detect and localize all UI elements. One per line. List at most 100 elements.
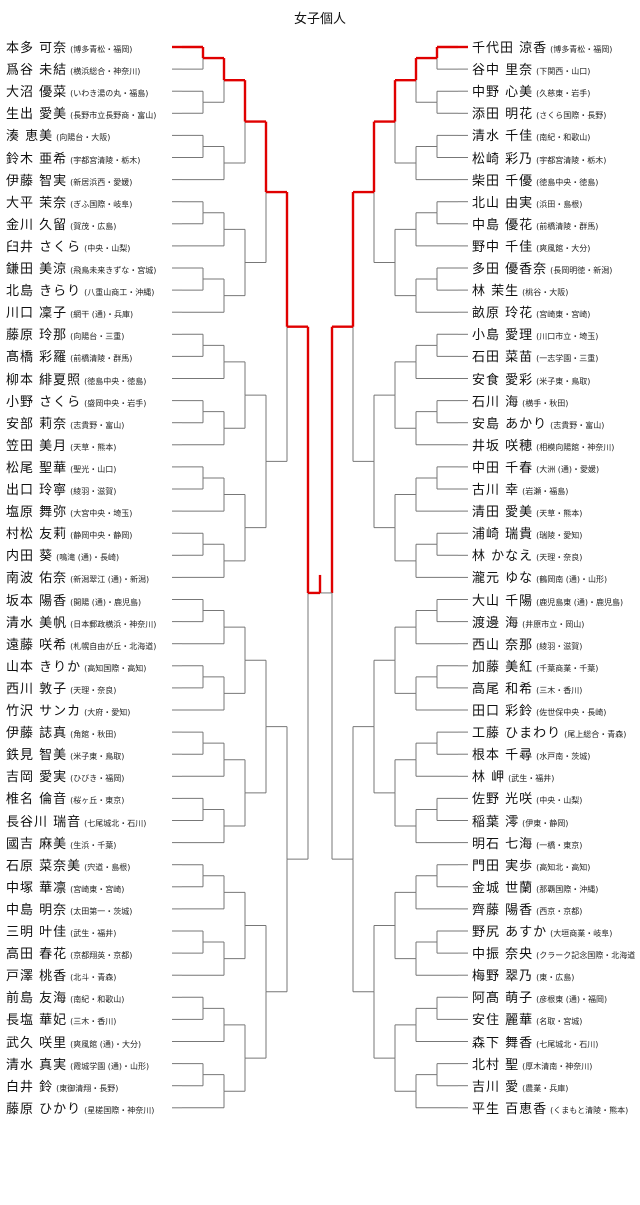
player-entry: 明石 七海(一橋・東京) [472,832,636,854]
player-entry: 北山 由実(浜田・島根) [472,191,636,213]
player-school: (ぎふ国際・岐阜) [70,199,133,209]
player-school: (くまもと清陵・熊本) [550,1105,629,1115]
player-entry: 多田 優香奈(長岡明徳・新潟) [472,257,636,279]
player-entry: 小島 愛理(川口市立・埼玉) [472,323,636,345]
player-entry: 内田 葵(鳴滝 (通)・長崎) [6,544,172,566]
player-school: (生浜・千葉) [70,840,117,850]
player-school: (横浜総合・神奈川) [70,67,141,77]
player-entry: 清水 真実(霞城学園 (通)・山形) [6,1053,172,1075]
player-entry: 安食 愛彩(米子東・鳥取) [472,368,636,390]
player-school: (前橋清陵・群馬) [536,221,599,231]
player-school: (岩瀬・福島) [522,487,569,496]
player-entry: 長塩 華妃(三木・香川) [6,1008,172,1030]
player-entry: 藤原 玲那(向陽台・三重) [6,323,172,345]
player-name: 小野 さくら [6,394,82,410]
player-name: 鉄見 智美 [6,748,68,764]
player-school: (天草・熊本) [536,509,583,519]
player-name: 藤原 ひかり [6,1101,82,1117]
page-title: 女子個人 [293,12,346,27]
player-entry: 武久 咲里(爽風館 (通)・大分) [6,1031,172,1053]
player-school: (さくら国際・長野) [536,111,607,121]
player-name: 平生 百恵香 [472,1101,548,1117]
player-entry: 根本 千尋(水戸南・茨城) [472,743,636,765]
player-school: (宇都宮清陵・栃木) [70,155,141,165]
player-entry: 柳本 緋夏照(徳島中央・徳島) [6,368,172,390]
player-name: 多田 優香奈 [472,262,548,277]
player-entry: 川口 凜子(網干 (通)・兵庫) [6,301,172,323]
player-entry: 添田 明花(さくら国際・長野) [472,102,636,124]
player-school: (一橋・東京) [536,840,583,850]
player-entry: 安部 莉奈(志貴野・富山) [6,412,172,434]
player-entry: 渡邊 海(井原市立・岡山) [472,611,636,633]
player-name: 林 岬 [472,770,506,786]
player-entry: 野尻 あすか(大垣商業・岐阜) [472,920,636,942]
player-name: 野中 千佳 [472,239,534,255]
player-name: 明石 七海 [472,836,534,852]
player-entry: 椎名 倫音(桜ヶ丘・東京) [6,787,172,809]
player-school: (宇都宮清陵・栃木) [536,155,607,165]
player-school: (角館・秋田) [70,730,117,740]
player-name: 湊 恵美 [6,129,54,145]
player-name: 臼井 さくら [6,239,82,255]
player-entry: 安住 麗華(名取・宮城) [472,1008,636,1030]
player-name: 大沼 優菜 [6,85,68,101]
player-school: (厚木清南・神奈川) [522,1061,593,1071]
player-school: (久慈東・岩手) [536,89,591,99]
player-school: (聖光・山口) [70,464,117,474]
player-school: (ひびき・福岡) [70,774,125,784]
player-school: (盛岡中央・岩手) [84,398,147,408]
player-name: 長塩 華妃 [6,1013,68,1029]
player-entry: 中野 心美(久慈東・岩手) [472,80,636,102]
player-school: (横手・秋田) [522,398,569,408]
player-entry: 伊藤 誌真(角館・秋田) [6,721,172,743]
player-name: 吉岡 愛実 [6,770,68,786]
player-name: 本多 可奈 [6,41,68,56]
player-school: (七尾城北・石川) [536,1039,599,1049]
player-entry: 金城 世蘭(那覇国際・沖縄) [472,876,636,898]
player-school: (前橋清陵・群馬) [70,354,133,364]
player-name: 石川 海 [472,394,520,410]
player-name: 遠藤 咲希 [6,637,68,653]
player-entry: 阿髙 萌子(彦根東 (通)・福岡) [472,986,636,1008]
player-name: 坂本 陽香 [6,593,68,609]
player-name: 金城 世蘭 [472,880,534,896]
player-school: (南紀・和歌山) [536,133,591,143]
player-entry: 安島 あかり(志貴野・富山) [472,412,636,434]
player-school: (日本郵政横浜・神奈川) [70,619,157,629]
player-entry: 西山 奈那(綾羽・滋賀) [472,633,636,655]
player-entry: 鈴木 亜希(宇都宮清陵・栃木) [6,147,172,169]
player-school: (大垣商業・岐阜) [550,929,613,938]
player-name: 戸澤 桃香 [6,969,68,985]
player-school: (大洲 (通)・愛媛) [536,464,600,474]
player-entry: 北島 きらり(八重山商工・沖縄) [6,279,172,301]
player-entry: 松尾 聖華(聖光・山口) [6,456,172,478]
player-school: (高知北・高知) [536,862,591,872]
player-entry: 高尾 和希(三木・香川) [472,677,636,699]
player-school: (武生・福井) [70,929,117,938]
player-school: (米子東・鳥取) [70,752,125,762]
player-name: 石原 菜奈美 [6,858,82,874]
player-entry: 林 かなえ(天理・奈良) [472,544,636,566]
player-name: 椎名 倫音 [6,792,68,808]
player-school: (下関西・山口) [536,67,591,77]
player-entry: 金川 久留(賀茂・広島) [6,213,172,235]
player-school: (太田第一・茨城) [70,906,133,916]
player-name: 門田 実歩 [472,858,534,874]
player-entry: 佐野 光咲(中央・山梨) [472,787,636,809]
player-name: 南波 佑奈 [6,571,68,587]
player-entry: 田口 彩鈴(佐世保中央・長崎) [472,699,636,721]
player-name: 加藤 美紅 [472,659,534,675]
player-name: 白井 鈴 [6,1079,54,1095]
player-entry: 塩原 舞弥(大宮中央・埼玉) [6,500,172,522]
player-entry: 南波 佑奈(新潟翠江 (通)・新潟) [6,566,172,588]
player-school: (志貴野・富山) [70,420,125,430]
player-school: (札幌自由が丘・北海道) [70,641,157,651]
player-school: (井原市立・岡山) [522,619,585,629]
player-school: (東・広島) [536,973,575,983]
player-school: (賀茂・広島) [70,221,117,231]
player-entry: 長谷川 瑞音(七尾城北・石川) [6,810,172,832]
player-school: (霞城学園 (通)・山形) [70,1061,150,1071]
player-entry: 三明 叶佳(武生・福井) [6,920,172,942]
player-name: 松尾 聖華 [6,460,68,476]
player-name: 鎌田 美涼 [6,262,68,277]
